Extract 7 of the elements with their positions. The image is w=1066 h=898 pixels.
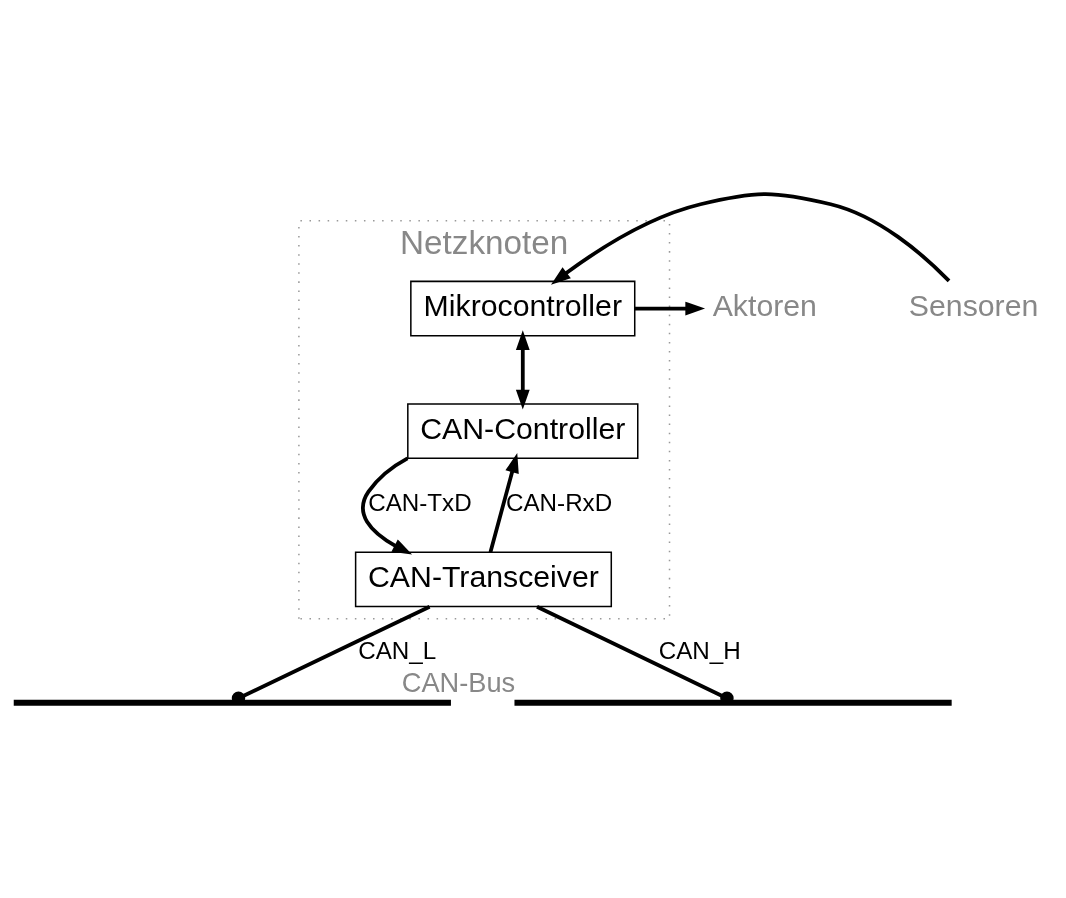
node-label: CAN-Bus [401, 666, 516, 698]
edge-label: CAN-RxD [506, 488, 613, 516]
node-text: Aktoren [712, 288, 817, 322]
edge-label: CAN_H [658, 636, 741, 664]
edge-label: CAN-TxD [368, 488, 472, 516]
node-text: Sensoren [908, 288, 1039, 322]
edge-label: CAN_L [358, 636, 437, 664]
